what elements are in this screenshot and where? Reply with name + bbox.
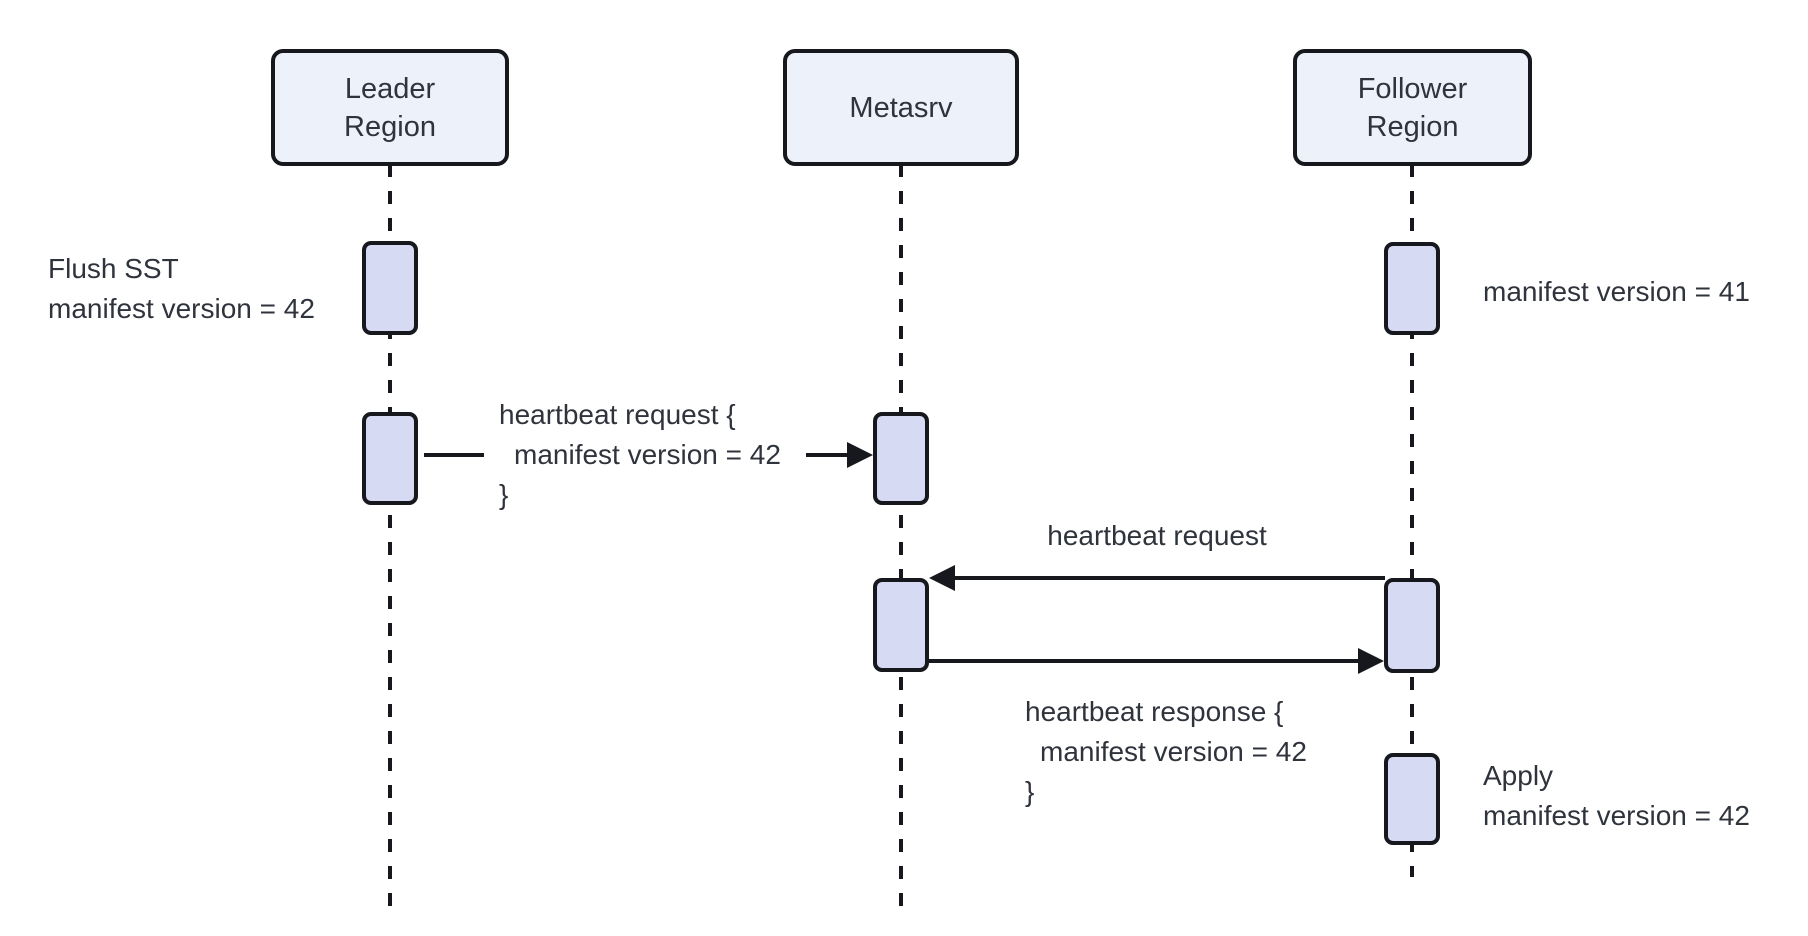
participant-label-line: Metasrv [849, 91, 953, 124]
message1-line-start [424, 453, 484, 457]
message1-label: heartbeat request { manifest version = 4… [499, 399, 781, 510]
message3-line [929, 659, 1358, 663]
participant-leader-region: Leader Region [271, 49, 509, 166]
message2-arrowhead-icon [929, 565, 955, 591]
participant-metasrv: Metasrv [783, 49, 1019, 166]
participant-follower-region: Follower Region [1293, 49, 1532, 166]
lifeline-follower-region [1410, 164, 1414, 877]
participant-label-line: Region [1366, 110, 1459, 143]
message1-line-end [806, 453, 847, 457]
note-flush-sst: Flush SST manifest version = 42 [48, 253, 315, 324]
activation-leader-flush [362, 241, 418, 335]
message2-label: heartbeat request [1047, 520, 1267, 551]
activation-follower-apply [1384, 753, 1440, 845]
message3-label: heartbeat response { manifest version = … [1025, 696, 1307, 807]
lifeline-metasrv [899, 164, 903, 910]
activation-follower-initial [1384, 242, 1440, 335]
participant-label-line: Leader [344, 72, 436, 105]
participant-label-line: Region [344, 110, 436, 143]
message1-arrowhead-icon [847, 442, 873, 468]
message3-arrowhead-icon [1358, 648, 1384, 674]
activation-metasrv-leader-heartbeat [873, 412, 929, 505]
participant-label-line: Follower [1357, 72, 1468, 105]
note-apply: Apply manifest version = 42 [1483, 760, 1750, 831]
lifeline-leader-region [388, 164, 392, 910]
note-follower-manifest-41: manifest version = 41 [1483, 276, 1750, 307]
activation-follower-heartbeat [1384, 578, 1440, 673]
message2-line [955, 576, 1385, 580]
activation-metasrv-follower-heartbeat [873, 578, 929, 672]
activation-leader-heartbeat [362, 412, 418, 505]
